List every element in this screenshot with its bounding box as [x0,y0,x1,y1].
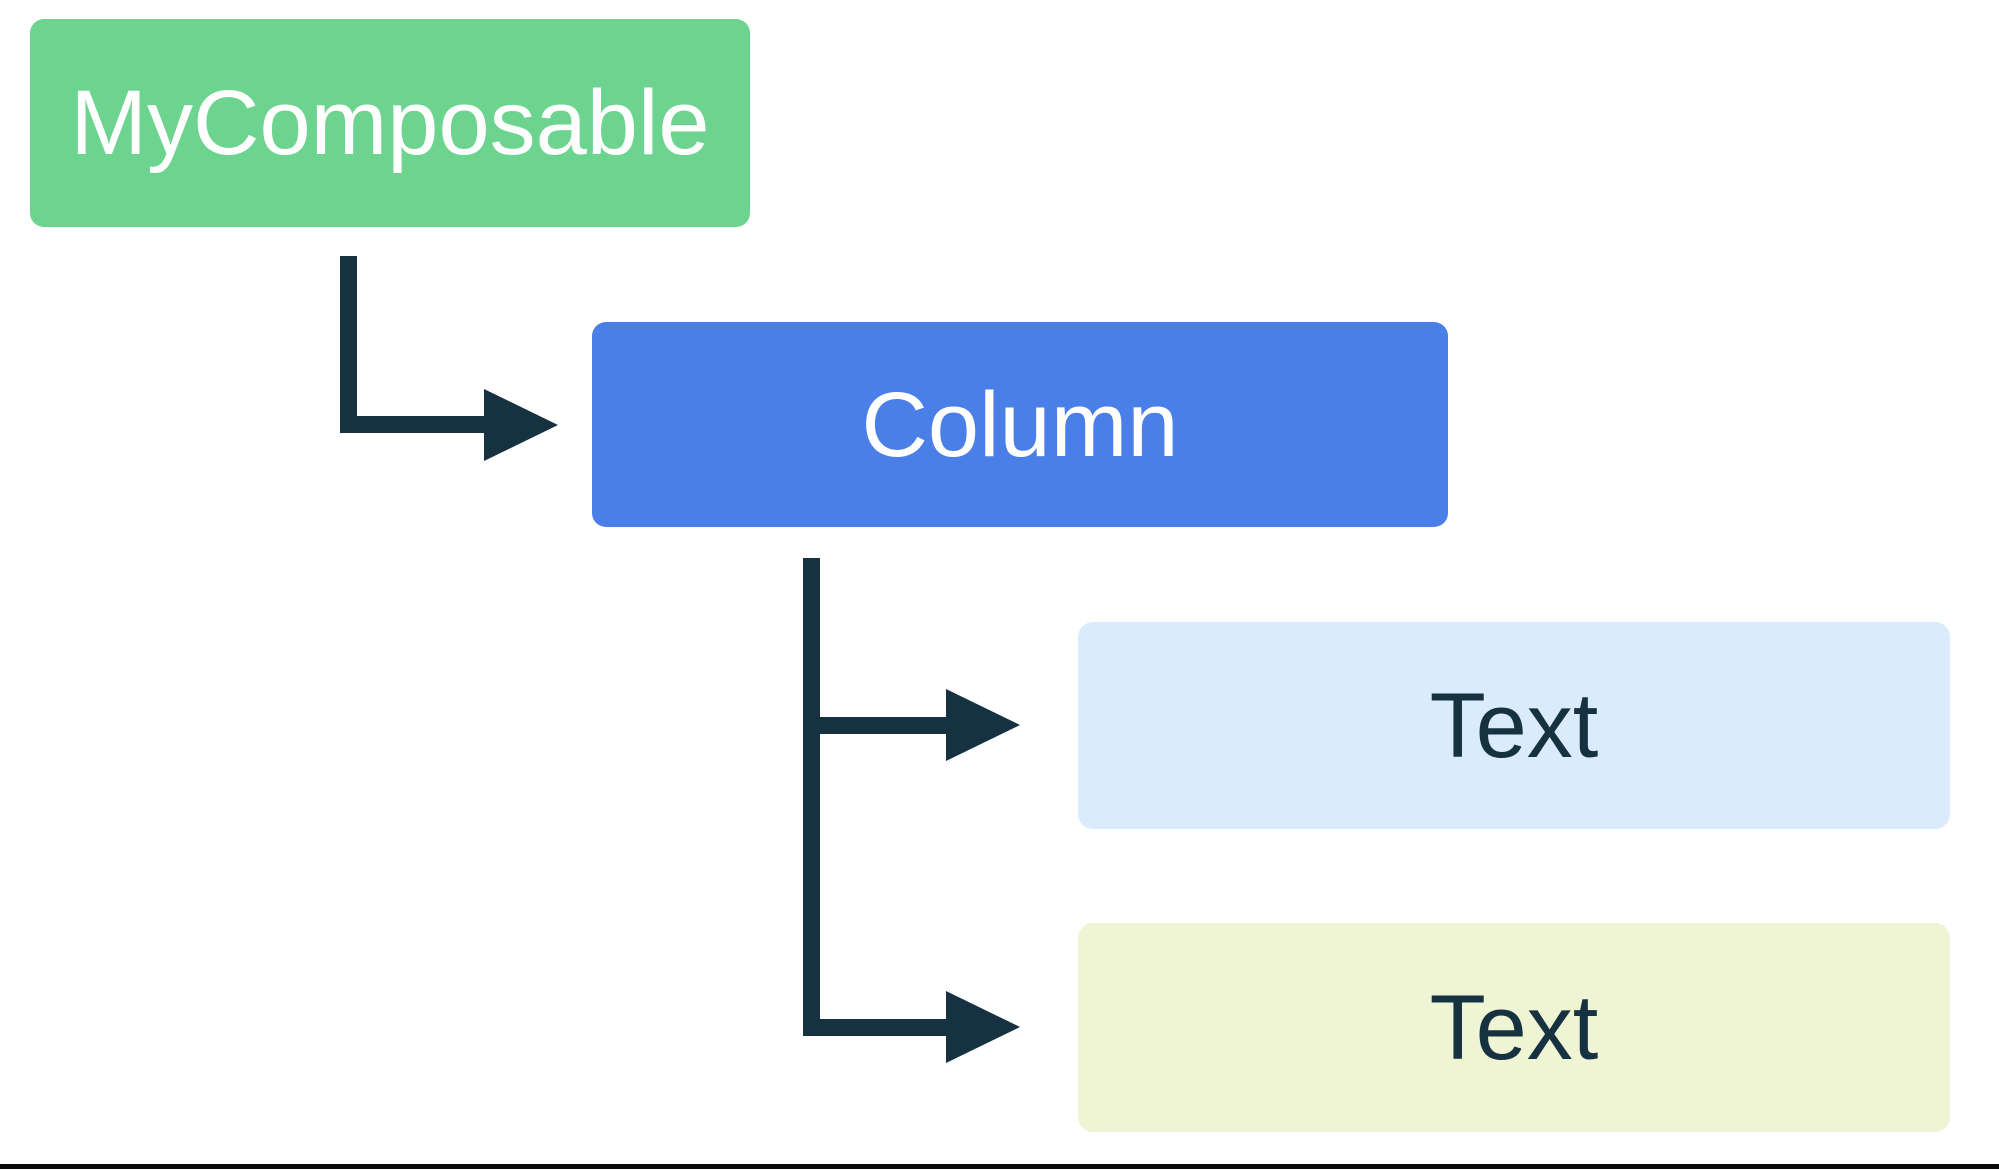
node-mycomposable-label: MyComposable [70,72,710,174]
connector-mycomposable-column-vertical [340,256,357,433]
arrowhead-icon-text-2 [946,991,1020,1063]
node-text-1: Text [1078,622,1950,829]
node-text-1-label: Text [1429,674,1599,777]
arrowhead-icon-column [484,389,558,461]
node-text-2: Text [1078,923,1950,1132]
node-mycomposable: MyComposable [30,19,750,227]
bottom-divider [0,1164,1999,1169]
node-text-2-label: Text [1429,976,1599,1079]
arrowhead-icon-text-1 [946,689,1020,761]
connector-column-text-2-horizontal [803,1019,948,1036]
node-column-label: Column [861,373,1179,476]
connector-mycomposable-column-horizontal [340,416,486,433]
connector-column-text-1-horizontal [803,717,948,734]
connector-column-children-trunk [803,558,820,1036]
node-column: Column [592,322,1448,527]
